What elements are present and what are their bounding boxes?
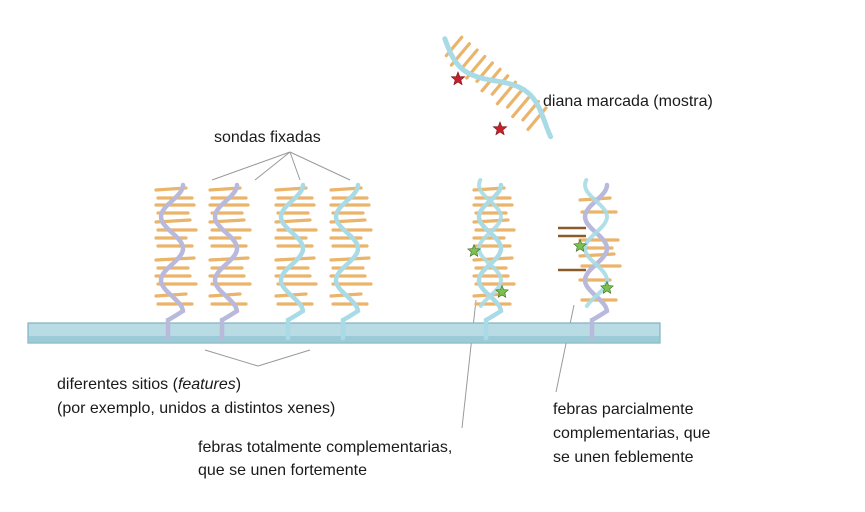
probe-full-match [472,178,516,341]
label-partial-3: se unen feblemente [553,449,694,466]
probe-3 [274,182,318,341]
label-probes: sondas fixadas [214,129,321,146]
leader-line [204,349,259,367]
red-label-star-icon [492,121,508,136]
leader-line [289,151,301,181]
red-label-star-icon [450,71,466,86]
dna-strand [582,182,610,341]
labelled-target [442,35,554,140]
leader-line [254,151,291,181]
dna-strand [476,182,504,341]
label-partial-1: febras parcialmente [553,401,694,418]
dna-strand [158,182,186,341]
base-pair [506,87,525,109]
label-full-2: que se unen fortemente [198,462,368,479]
fluorescent-label-icon [495,284,509,298]
bound-target-strand [476,178,504,308]
features-prefix: diferentes sitios ( [57,376,178,393]
label-full-1: febras totalmente complementarias, [198,439,453,456]
fluorescent-label-icon [573,238,587,252]
probe-partial-match [558,178,622,341]
label-features-example: (por exemplo, unidos a distintos xenes) [57,400,336,417]
base-pair [460,48,479,71]
leader-line [461,299,477,429]
label-target: diana marcada (mostra) [543,93,713,110]
features-suffix: ) [235,376,242,393]
dna-strand [333,182,361,341]
dna-strand [278,182,306,341]
label-features: diferentes sitios (features) [57,373,241,396]
leader-line [257,349,311,367]
dna-strand [212,182,240,341]
fluorescent-label-icon [467,243,481,257]
label-partial-2: complementarias, que [553,425,711,442]
features-italic: features [177,376,236,393]
leader-line [211,151,291,181]
base-pair [511,93,533,119]
probe-4 [329,182,373,341]
fluorescent-label-icon [600,280,614,294]
target-strand [442,36,554,140]
probe-1 [154,182,198,341]
leader-line [555,304,575,393]
base-pair [490,74,510,96]
probe-2 [208,182,252,341]
leader-line [289,151,351,181]
